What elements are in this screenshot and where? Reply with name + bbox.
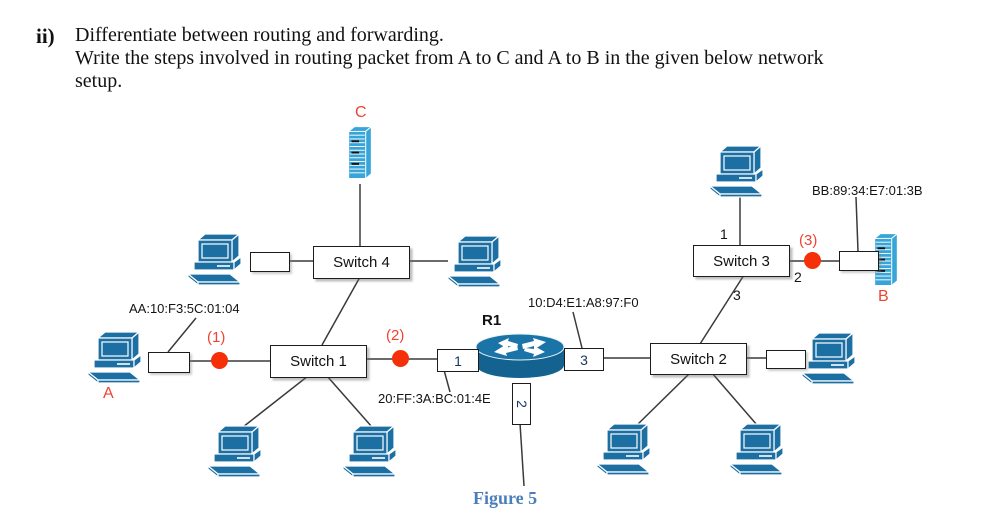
- switch3-port3-label: 3: [733, 287, 741, 303]
- callout-mac-b: [855, 196, 859, 252]
- question-number: ii): [36, 24, 55, 48]
- link-marker-dot-2: [392, 350, 409, 367]
- marker-1-label: (1): [207, 329, 226, 346]
- link-marker-dot-1: [211, 352, 228, 369]
- marker-2-label: (2): [386, 327, 405, 344]
- pc-icon-host-a: [87, 331, 142, 384]
- mac-label-host-b: BB:89:34:E7:01:3B: [812, 183, 923, 198]
- nic-box-switch4-left: [250, 252, 290, 272]
- pc-icon-switch2-right: [801, 332, 856, 385]
- nic-box-host-a: [148, 352, 190, 373]
- pc-icon-switch2-bottom-right: [729, 423, 784, 476]
- link-marker-dot-3: [804, 252, 821, 269]
- router-port-1-label: 1: [454, 352, 462, 369]
- host-c-label: C: [355, 104, 367, 121]
- question-line-3: setup.: [75, 70, 123, 92]
- host-b-label: B: [878, 288, 889, 305]
- link-switch1-pc1: [242, 375, 309, 428]
- marker-3-label: (3): [799, 232, 818, 249]
- mac-label-router-port1: 20:FF:3A:BC:01:4E: [378, 391, 491, 406]
- question-line-1: Differentiate between routing and forwar…: [75, 24, 444, 46]
- link-switch1-pc2: [326, 375, 373, 428]
- pc-icon-switch4-right: [447, 235, 502, 288]
- figure-caption: Figure 5: [473, 488, 538, 508]
- switch-2: Switch 2: [650, 343, 747, 375]
- switch-3: Switch 3: [693, 245, 790, 277]
- switch3-port2-label: 2: [794, 269, 802, 285]
- link-switch2-pc1: [636, 372, 691, 426]
- pc-icon-switch3-top: [709, 145, 764, 198]
- switch-3-label: Switch 3: [713, 252, 770, 270]
- pc-icon-switch1-bottom-left: [207, 425, 262, 478]
- router-icon: [475, 333, 565, 379]
- callout-mac-port1: [443, 369, 451, 393]
- router-port-3-label: 3: [580, 351, 588, 368]
- switch-1-label: Switch 1: [290, 353, 347, 370]
- router-label: R1: [482, 312, 502, 329]
- pc-icon-switch2-bottom-left: [596, 423, 651, 476]
- switch-4: Switch 4: [313, 246, 410, 279]
- switch3-port1-label: 1: [720, 226, 728, 242]
- pc-icon-switch4-left: [187, 233, 242, 286]
- router-port-2: 2: [512, 383, 531, 425]
- callout-mac-a: [167, 317, 197, 353]
- switch-2-label: Switch 2: [670, 350, 727, 368]
- link-switch2-switch3: [699, 274, 745, 345]
- nic-box-host-b: [839, 251, 879, 271]
- question-line-2: Write the steps involved in routing pack…: [75, 47, 824, 69]
- host-a-label: A: [103, 385, 114, 402]
- router-port-1: 1: [437, 349, 479, 372]
- pc-icon-switch1-bottom-right: [342, 425, 397, 478]
- server-icon-host-c: [348, 126, 372, 179]
- callout-mac-port3: [572, 311, 583, 349]
- nic-box-switch2-right: [766, 350, 806, 369]
- switch-1: Switch 1: [270, 345, 367, 378]
- router-port-3: 3: [564, 348, 604, 371]
- mac-label-router-port3: 10:D4:E1:A8:97:F0: [528, 295, 639, 310]
- router-port-2-label: 2: [513, 400, 530, 408]
- switch-4-label: Switch 4: [333, 254, 390, 271]
- link-port2-down: [519, 422, 525, 487]
- link-switch2-pc2: [711, 372, 758, 426]
- mac-label-host-a: AA:10:F3:5C:01:04: [129, 301, 240, 316]
- link-switch4-switch1: [321, 276, 361, 346]
